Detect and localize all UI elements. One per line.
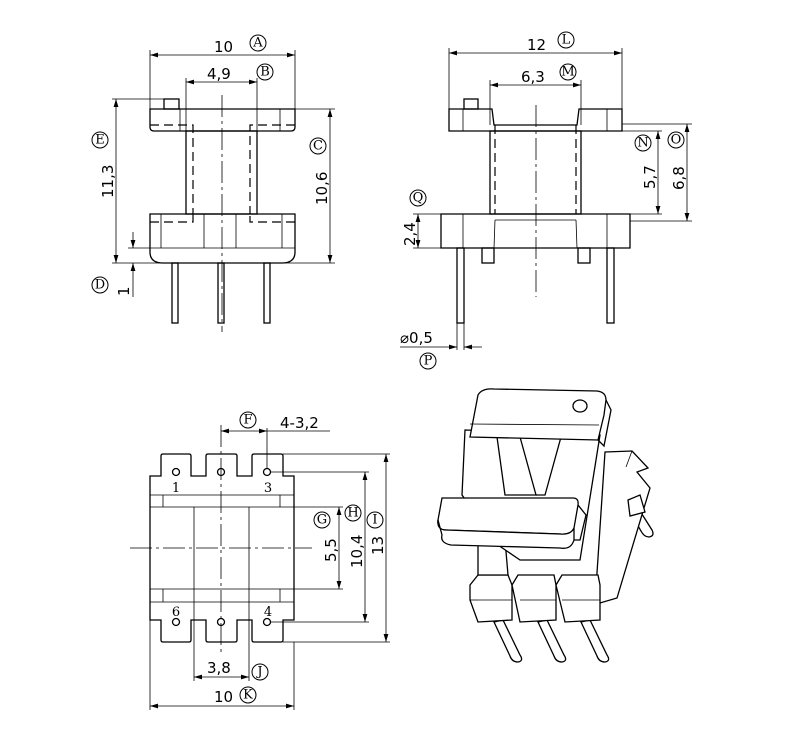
dim-J-value: 3,8 <box>207 659 231 677</box>
dim-M-value: 6,3 <box>521 68 545 86</box>
pin-label-1: 1 <box>172 481 180 496</box>
pin-label-3: 3 <box>264 481 272 496</box>
front-pin <box>263 262 271 324</box>
pin-hole <box>216 467 226 477</box>
pin-hole <box>262 467 272 477</box>
pin-hole <box>262 617 272 627</box>
marker-K: K <box>243 688 253 703</box>
marker-F: F <box>243 413 252 428</box>
front-pin <box>171 262 179 324</box>
side-view: 12 L 6,3 M 5,7 N 6,8 O 2,4 Q ⌀0,5 P <box>400 31 692 370</box>
dim-F-value: 4-3,2 <box>280 414 319 432</box>
isometric-view <box>437 388 654 663</box>
dim-B-value: 4,9 <box>207 65 231 83</box>
bottom-outline <box>149 453 295 643</box>
dim-D-value: 1 <box>115 286 133 296</box>
marker-D: D <box>95 278 105 293</box>
pin-label-6: 6 <box>172 605 180 620</box>
dim-Q-value: 2,4 <box>401 222 419 246</box>
dim-I-value: 13 <box>369 536 387 555</box>
bottom-view: 1 3 6 4 4-3,2 F 5,5 G 10,4 H 13 I 3,8 J … <box>130 411 390 710</box>
marker-E: E <box>95 133 105 148</box>
dim-K-value: 10 <box>214 688 233 706</box>
front-top-flange <box>149 108 296 132</box>
pin-hole <box>171 467 181 477</box>
dim-H-value: 10,4 <box>348 535 366 568</box>
side-base <box>440 213 631 249</box>
side-top-flange <box>448 108 623 132</box>
marker-H: H <box>347 506 358 521</box>
side-pin <box>456 247 465 324</box>
marker-A: A <box>252 36 263 51</box>
marker-G: G <box>317 513 327 528</box>
marker-O: O <box>671 133 682 148</box>
front-tab <box>163 98 180 110</box>
dim-N-value: 5,7 <box>641 165 659 189</box>
pin-hole <box>171 617 181 627</box>
marker-J: J <box>255 665 262 680</box>
dim-O-value: 6,8 <box>670 166 688 190</box>
dim-A-value: 10 <box>214 38 233 56</box>
side-tab <box>463 98 479 110</box>
dim-L-value: 12 <box>527 36 546 54</box>
marker-P: P <box>424 354 433 369</box>
marker-B: B <box>260 65 270 80</box>
orientation-dot <box>572 399 588 413</box>
pin-hole <box>216 617 226 627</box>
side-foot <box>481 247 495 264</box>
marker-Q: Q <box>413 191 424 206</box>
marker-C: C <box>313 139 323 154</box>
marker-L: L <box>562 33 571 48</box>
front-pin <box>217 262 225 324</box>
marker-M: M <box>561 65 574 80</box>
dim-P-value: ⌀0,5 <box>400 329 433 347</box>
side-pin <box>606 247 615 324</box>
dim-G-value: 5,5 <box>322 538 340 562</box>
marker-N: N <box>637 136 648 151</box>
front-view: 10 A 4,9 B 11,3 E 10,6 C 1 D <box>91 34 335 332</box>
front-base-flange <box>149 213 296 264</box>
marker-I: I <box>372 513 377 528</box>
pin-label-4: 4 <box>264 605 272 620</box>
side-foot <box>577 247 591 264</box>
front-core <box>185 130 258 215</box>
dim-C-value: 10,6 <box>313 172 331 205</box>
side-core <box>489 130 582 215</box>
dim-E-value: 11,3 <box>99 165 117 198</box>
